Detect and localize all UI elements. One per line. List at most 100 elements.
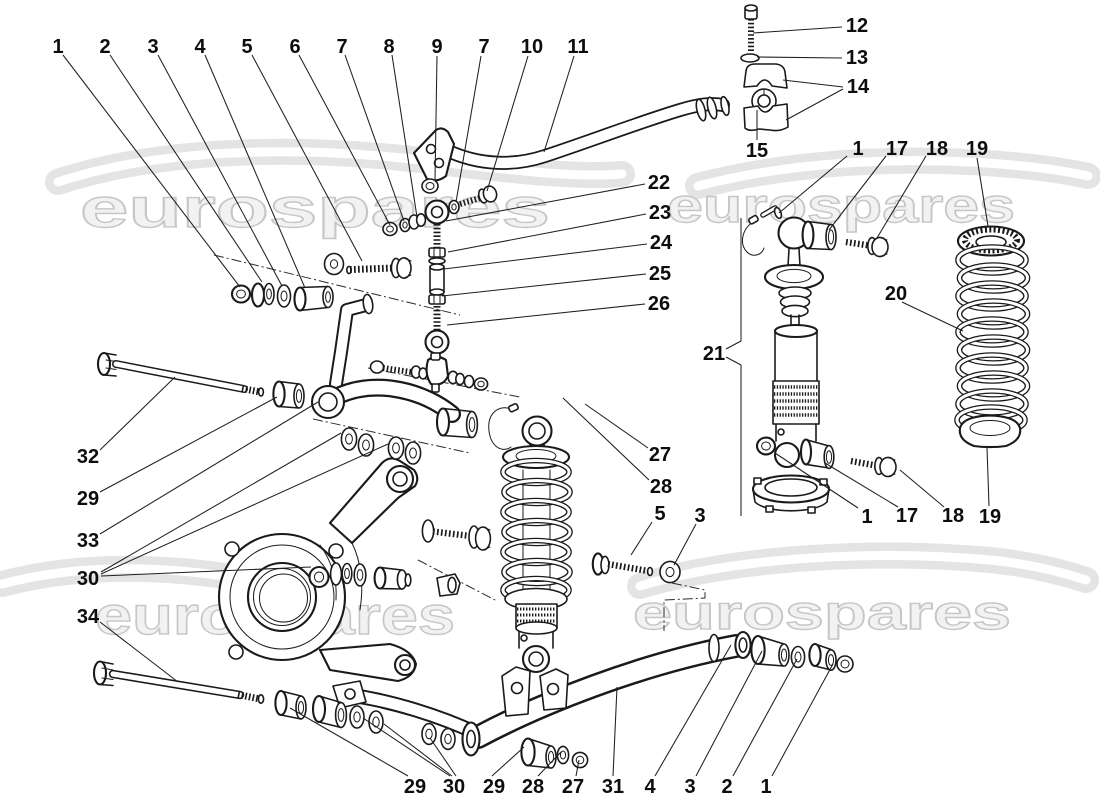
clamp-upper-14 — [743, 63, 788, 89]
callout-10-10: 10 — [486, 36, 543, 192]
part-number-label: 32 — [77, 446, 99, 468]
callout-19-19: 19 — [966, 138, 989, 227]
leader-line — [654, 644, 732, 777]
part-number-label: 14 — [847, 76, 870, 98]
leader-line — [100, 566, 312, 577]
callout-3-47: 3 — [684, 650, 763, 798]
track-rod — [96, 351, 305, 409]
callout-7-9: 7 — [455, 36, 490, 203]
toe-bushing-a — [410, 365, 428, 380]
toe-link-mount — [369, 352, 489, 393]
part-number-label: 3 — [684, 776, 695, 798]
nut-27 — [571, 751, 589, 769]
track-rod-head — [96, 351, 117, 377]
upper-arm — [310, 378, 479, 439]
part-number-label: 29 — [483, 776, 505, 798]
callout-23-21: 23 — [447, 202, 671, 253]
part-number-label: 24 — [650, 232, 673, 254]
leader-line — [778, 155, 848, 214]
drop-link-upper-rod-end — [424, 199, 450, 225]
leader-line — [899, 469, 945, 508]
leader-line — [100, 443, 389, 575]
callout-28-28: 28 — [562, 397, 672, 498]
leader-line — [391, 54, 418, 218]
right-shock-bump-stop — [778, 286, 812, 318]
right-shock-bolt-18 — [845, 236, 889, 258]
center-shock-body-lower — [518, 631, 554, 649]
part-number-label: 27 — [562, 776, 584, 798]
callout-28-43: 28 — [522, 751, 562, 798]
callout-31-45: 31 — [602, 686, 624, 798]
part-number-label: 13 — [846, 47, 868, 69]
leader-line — [486, 55, 529, 192]
callout-1-31: 1 — [774, 452, 873, 528]
clamp-lower-14 — [743, 103, 789, 132]
callout-33-37: 33 — [77, 401, 319, 552]
part-number-label: 30 — [77, 568, 99, 590]
leader-line — [429, 737, 457, 777]
leader-line — [251, 54, 363, 262]
leader-line — [491, 746, 525, 777]
center-shock-adjuster — [515, 603, 558, 635]
leader-line — [725, 356, 742, 366]
part-number-label: 31 — [602, 776, 624, 798]
drop-link-sleeve-24 — [429, 263, 445, 296]
leader-line — [383, 723, 453, 777]
callout-18-18: 18 — [876, 138, 948, 239]
leader-line — [455, 55, 482, 203]
leader-line — [443, 243, 648, 270]
right-shock-bolt-18b — [850, 456, 897, 478]
callout-20-25: 20 — [885, 283, 964, 332]
part-number-label: 1 — [760, 776, 771, 798]
part-number-label: 18 — [942, 505, 964, 527]
link-hardware — [382, 185, 498, 237]
clamp-assembly — [740, 4, 789, 132]
part-number-label: 25 — [649, 263, 671, 285]
right-shock-lower-mount — [755, 436, 835, 470]
part-number-label: 2 — [721, 776, 732, 798]
leader-line — [543, 55, 575, 153]
callout-9-8: 9 — [431, 36, 443, 182]
callout-27-27: 27 — [584, 403, 671, 466]
rear-lower-hardware — [520, 737, 589, 769]
nut-1 — [230, 284, 252, 304]
leader-line — [771, 663, 834, 777]
leader-line — [584, 403, 649, 449]
callout-15-15: 15 — [746, 110, 768, 162]
part-number-label: 7 — [336, 36, 347, 58]
leader-line — [828, 155, 887, 231]
leader-line — [630, 521, 653, 556]
callout-2-1: 2 — [99, 36, 263, 283]
bolt-10 — [459, 185, 498, 207]
leader-line — [62, 54, 241, 288]
sleeve-4 — [293, 285, 334, 312]
leader-line — [562, 397, 650, 481]
lower-arm-collar — [708, 633, 720, 663]
part-number-label: 23 — [649, 202, 671, 224]
wire-clip — [488, 407, 515, 450]
shock-mount-washer-3 — [659, 560, 681, 584]
leader-line — [785, 88, 844, 121]
callout-4-3: 4 — [194, 36, 306, 289]
toe-balljoint-housing — [425, 352, 450, 393]
toe-bushing-b — [447, 370, 465, 386]
hub-bore — [246, 561, 318, 633]
leader-line — [298, 54, 391, 226]
arm-mount-hardware — [230, 252, 412, 312]
callout-6-5: 6 — [289, 36, 391, 226]
spring-bottom-seat-19 — [958, 414, 1022, 449]
callout-1-0: 1 — [52, 36, 241, 288]
center-shock-spring — [500, 457, 573, 605]
toe-washer — [463, 374, 475, 389]
bushing-2 — [250, 282, 275, 308]
rear-bushing-4 — [750, 634, 790, 667]
leader-line — [876, 155, 927, 239]
callout-8-7: 8 — [383, 36, 418, 218]
part-number-label: 2 — [99, 36, 110, 58]
leader-line — [99, 401, 319, 535]
part-number-label: 33 — [77, 530, 99, 552]
bolt-34-assembly — [92, 660, 456, 751]
callout-25-23: 25 — [441, 263, 671, 297]
leader-line — [612, 686, 618, 777]
